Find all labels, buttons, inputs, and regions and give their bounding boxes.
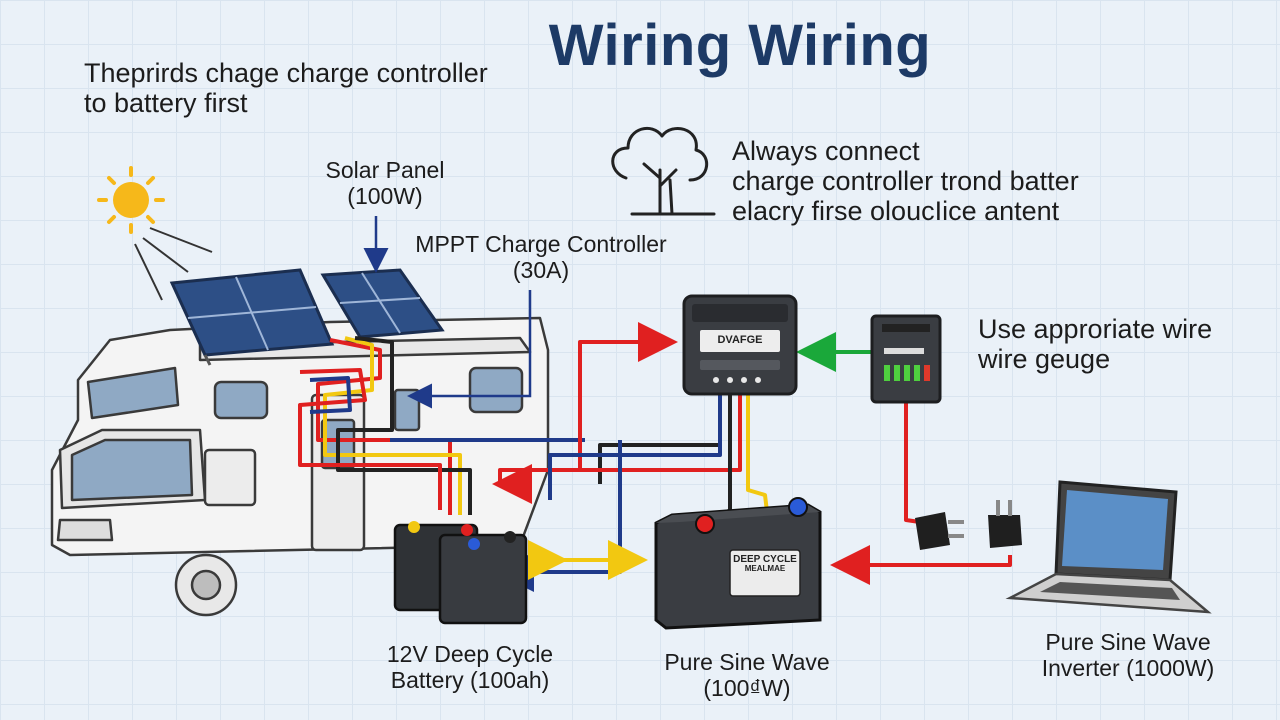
battery-face-label: DEEP CYCLE MEALMAE <box>730 554 800 574</box>
battery-icon <box>654 497 822 630</box>
label-line: Inverter (1000W) <box>1041 654 1215 681</box>
label-line: Pure Sine Wave <box>664 649 830 675</box>
solar-panel-icon <box>169 268 445 366</box>
note-top-right: Always connect charge controller trond b… <box>732 136 1252 227</box>
plug-icon <box>915 500 1022 550</box>
label-inverter: Pure Sine Wave Inverter (1000W) <box>1018 629 1238 682</box>
battery-face-line: DEEP CYCLE <box>733 554 797 565</box>
note-line: charge controller trond batter <box>732 166 1079 197</box>
label-line: (100₫W) <box>703 674 791 701</box>
sun-icon <box>97 166 213 301</box>
label-line: Battery (100ah) <box>390 666 550 693</box>
label-charge-controller: MPPT Charge Controller (30A) <box>396 231 686 284</box>
label-battery-12v: 12V Deep Cycle Battery (100ah) <box>360 641 580 694</box>
label-line: MPPT Charge Controller <box>415 231 667 257</box>
note-line: to battery first <box>84 88 248 119</box>
label-line: (30A) <box>512 256 570 283</box>
fuse-box-icon <box>870 314 942 404</box>
label-pure-sine-center: Pure Sine Wave (100₫W) <box>642 649 852 702</box>
note-wire-gauge: Use approriate wire wire geuge <box>978 314 1268 374</box>
label-line: Pure Sine Wave <box>1045 629 1211 655</box>
note-line: Use approriate wire <box>978 314 1213 344</box>
battery-face-line: MEALMAE <box>744 564 786 574</box>
note-line: wire geuge <box>978 344 1111 375</box>
note-line: Theprirds chage charge controller <box>84 58 488 88</box>
charge-controller-icon <box>682 294 798 396</box>
tree-cloud-icon <box>611 126 716 216</box>
label-line: (100W) <box>347 182 423 209</box>
page-title: Wiring Wiring <box>548 13 932 78</box>
label-line: 12V Deep Cycle <box>386 641 554 667</box>
note-line: Always connect <box>732 136 920 166</box>
laptop-icon <box>1005 480 1212 614</box>
label-solar-panel: Solar Panel (100W) <box>300 157 470 210</box>
battery-icon <box>393 521 528 625</box>
controller-display-text: DVAFGE <box>717 334 763 346</box>
note-line: elacry firse oloucIice antent <box>732 196 1060 227</box>
label-line: Solar Panel <box>325 157 445 183</box>
note-top-left: Theprirds chage charge controller to bat… <box>84 58 524 118</box>
